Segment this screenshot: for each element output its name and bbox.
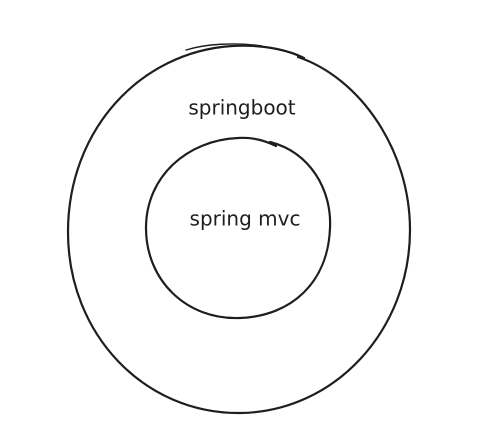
inner-circle (144, 136, 332, 320)
outer-circle (66, 43, 412, 415)
inner-circle-label: spring mvc (190, 207, 301, 231)
outer-circle-label: springboot (188, 96, 295, 120)
